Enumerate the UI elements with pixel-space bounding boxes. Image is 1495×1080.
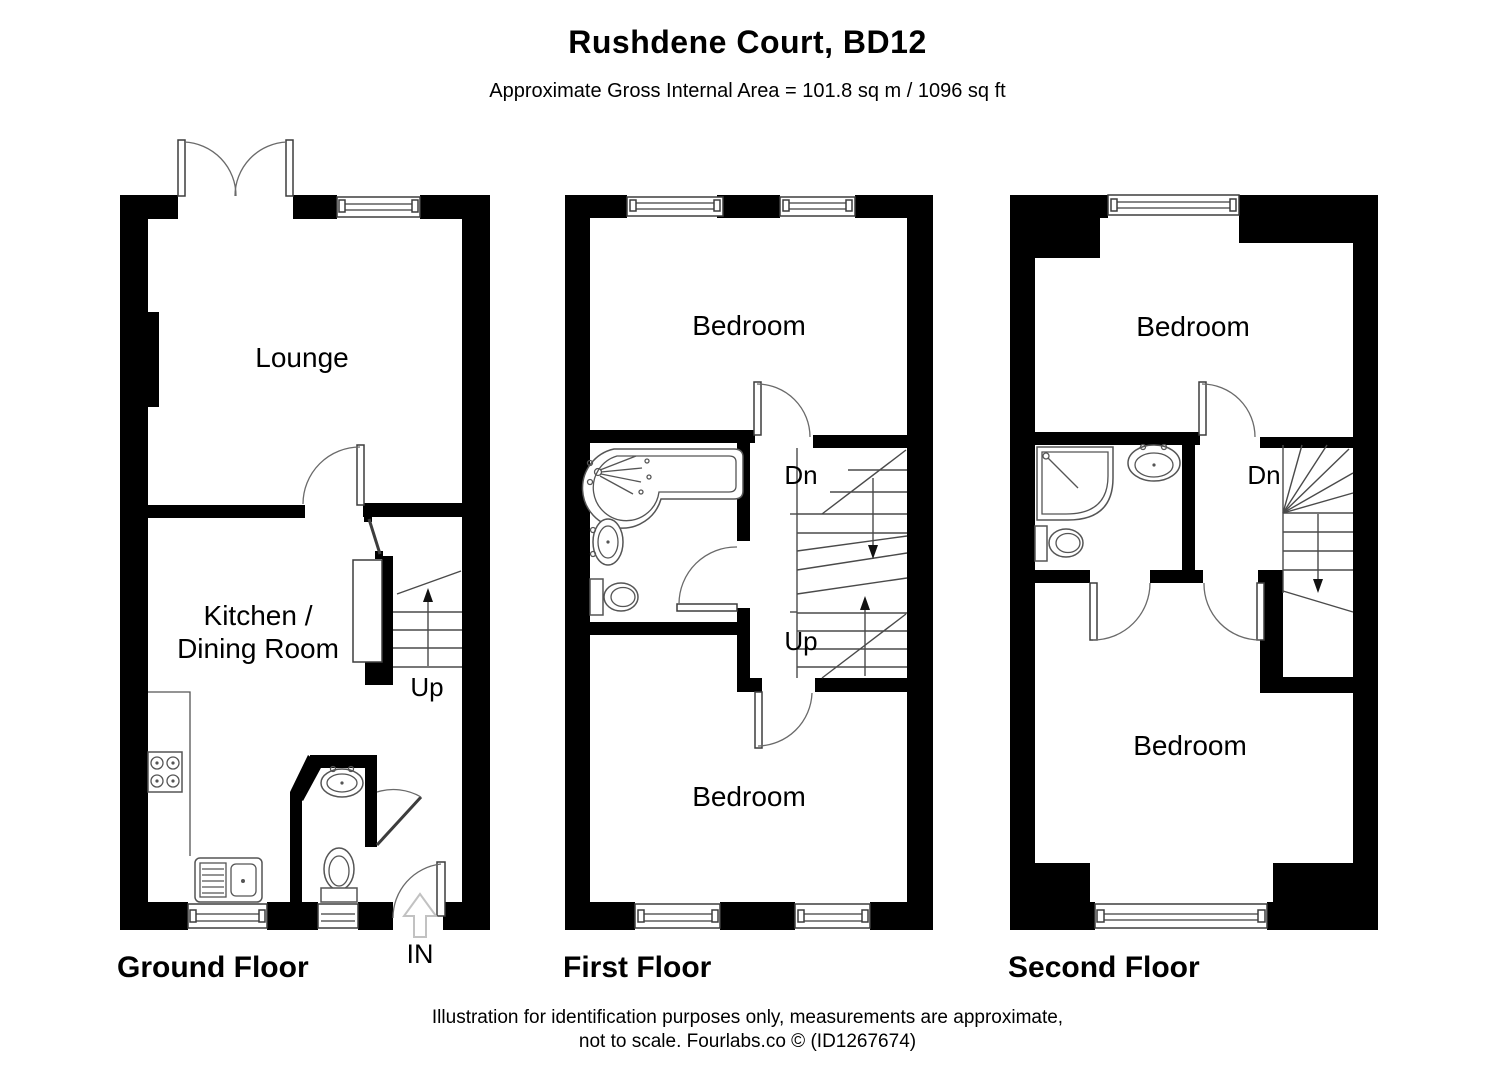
room-label-lounge: Lounge bbox=[255, 342, 349, 373]
bedroom-front-door bbox=[753, 381, 811, 438]
room-label-bedroom-second-front: Bedroom bbox=[1136, 311, 1250, 342]
stair-label-up-ground: Up bbox=[410, 672, 444, 702]
kitchen-door bbox=[364, 514, 383, 559]
bathroom-basin bbox=[589, 518, 624, 566]
french-doors bbox=[177, 139, 294, 197]
second-floor-plan bbox=[1010, 194, 1378, 930]
bedroom-back-door bbox=[754, 691, 813, 749]
ground-floor-plan bbox=[120, 139, 490, 938]
second-walls bbox=[1010, 195, 1378, 930]
stair-label-up-first: Up bbox=[784, 626, 818, 656]
bedroom-back-window bbox=[1094, 903, 1268, 929]
room-label-bedroom-first-front: Bedroom bbox=[692, 310, 806, 341]
first-walls bbox=[565, 195, 933, 930]
wc-window bbox=[317, 903, 359, 929]
room-label-bedroom-second-back: Bedroom bbox=[1133, 730, 1247, 761]
floor-label-ground: Ground Floor bbox=[117, 951, 309, 984]
kitchen-window bbox=[187, 903, 268, 929]
floor-label-second: Second Floor bbox=[1008, 951, 1200, 984]
second-stairs bbox=[1282, 444, 1354, 613]
wc-basin bbox=[320, 765, 364, 798]
bath bbox=[581, 448, 744, 529]
shower-room-toilet bbox=[1034, 525, 1084, 562]
room-label-bedroom-first-back: Bedroom bbox=[692, 781, 806, 812]
bedroom-front-window-left bbox=[626, 196, 724, 217]
kitchen-sink bbox=[194, 857, 263, 903]
shower-room-door bbox=[1089, 582, 1151, 641]
lounge-door bbox=[302, 444, 365, 506]
ground-stairs bbox=[393, 570, 462, 668]
entrance-door bbox=[392, 861, 446, 919]
disclaimer-line2: not to scale. Fourlabs.co © (ID1267674) bbox=[578, 1031, 917, 1052]
first-stairs bbox=[790, 448, 908, 679]
disclaimer-line1: Illustration for identification purposes… bbox=[431, 1007, 1064, 1028]
kitchen-counter bbox=[148, 691, 191, 856]
lounge-window bbox=[336, 196, 421, 218]
shower bbox=[1036, 446, 1114, 521]
hob bbox=[147, 751, 183, 793]
wc-door bbox=[375, 788, 423, 847]
ground-walls bbox=[120, 195, 490, 930]
bedroom-back-window-right bbox=[794, 903, 871, 929]
landing-door bbox=[1203, 582, 1265, 641]
entrance-arrow-icon bbox=[402, 892, 438, 938]
room-label-kitchen-line1: Kitchen / bbox=[203, 600, 313, 631]
understairs-cupboard bbox=[352, 559, 383, 663]
bathroom-toilet bbox=[589, 578, 639, 616]
bedroom-front-window bbox=[1107, 194, 1240, 216]
entrance-label-in: IN bbox=[406, 939, 434, 969]
floor-label-first: First Floor bbox=[563, 951, 712, 984]
bedroom-front-door bbox=[1198, 381, 1256, 438]
first-floor-plan bbox=[565, 195, 933, 930]
wc-toilet bbox=[320, 847, 358, 903]
page-subtitle: Approximate Gross Internal Area = 101.8 … bbox=[489, 80, 1006, 102]
page-title: Rushdene Court, BD12 bbox=[568, 24, 927, 60]
bathroom-door bbox=[676, 546, 738, 612]
room-label-kitchen-line2: Dining Room bbox=[177, 633, 339, 664]
bedroom-front-window-right bbox=[779, 196, 856, 217]
stair-label-dn-first: Dn bbox=[784, 460, 818, 490]
bedroom-back-window-left bbox=[634, 903, 721, 929]
shower-room-basin bbox=[1127, 443, 1181, 482]
stair-label-dn-second: Dn bbox=[1247, 460, 1281, 490]
